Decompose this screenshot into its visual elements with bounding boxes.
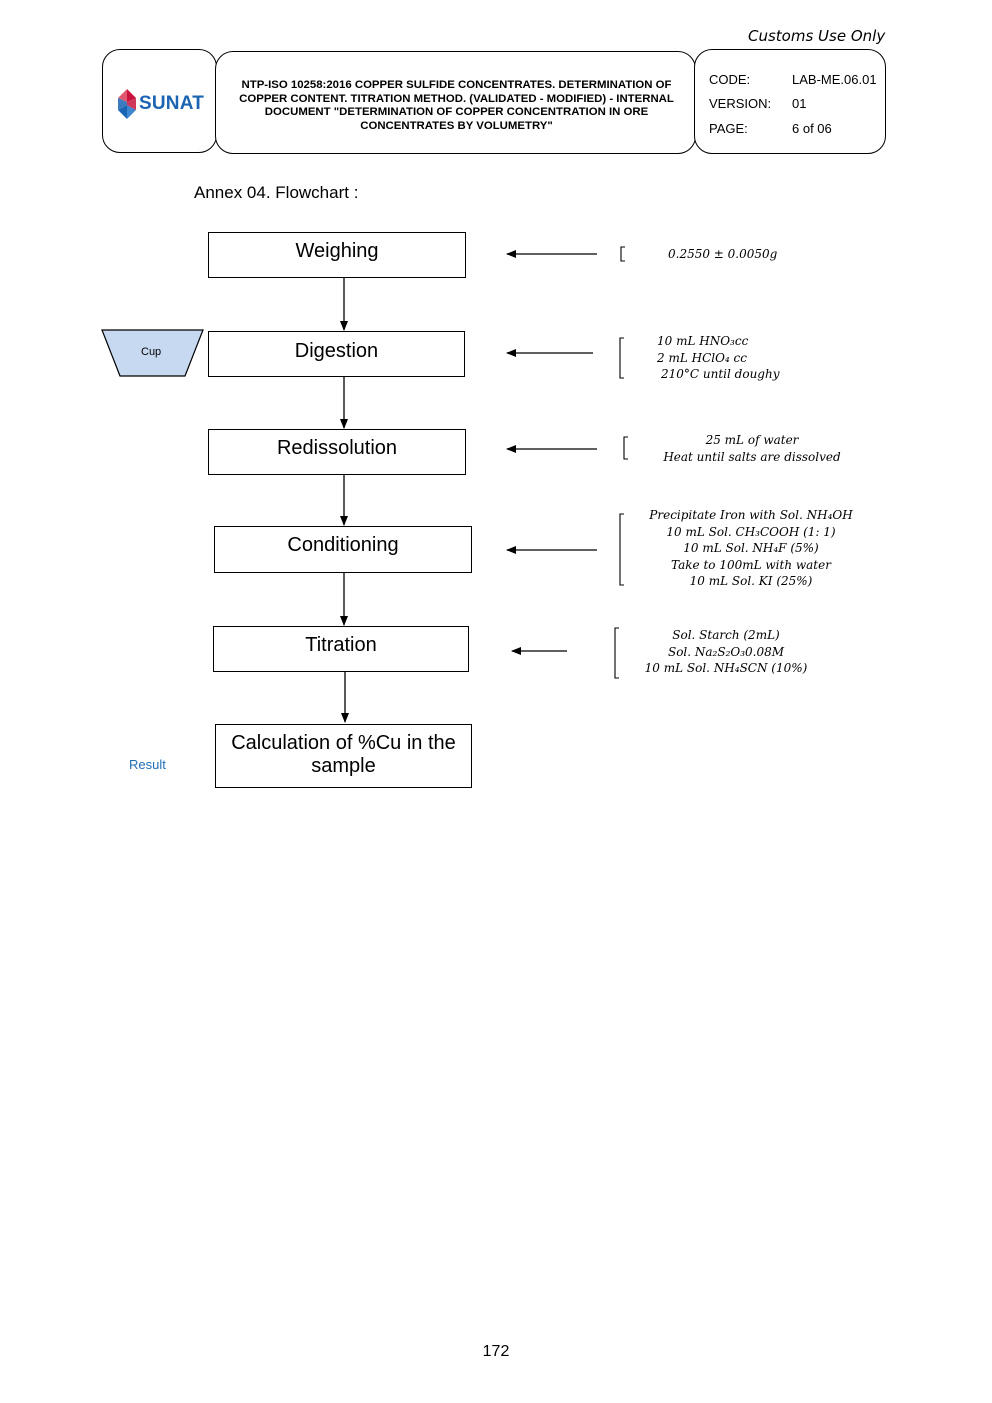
- note-conditioning-line: 10 mL Sol. KI (25%): [689, 574, 813, 588]
- note-titration-line: Sol. Starch (2mL): [672, 628, 780, 642]
- version-value: 01: [792, 96, 807, 111]
- step-conditioning-label: Conditioning: [287, 534, 399, 556]
- step-titration: Titration: [213, 626, 469, 672]
- step-digestion-label: Digestion: [294, 340, 379, 362]
- note-weighing-line: 0.2550 ± 0.0050g: [668, 247, 778, 261]
- logo-wordmark: SUNAT: [139, 93, 205, 114]
- step-redissolution: Redissolution: [208, 429, 466, 475]
- note-digestion-line: 2 mL HClO₄ cc: [657, 350, 747, 365]
- note-redissolution-line: 25 mL of water: [705, 433, 799, 447]
- note-digestion-line: 10 mL HNO₃cc: [657, 334, 749, 348]
- customs-use-note: Customs Use Only: [748, 27, 886, 45]
- note-conditioning: Precipitate Iron with Sol. NH₄OH 10 mL S…: [638, 507, 864, 590]
- version-label: VERSION:: [709, 96, 772, 111]
- note-conditioning-line: Take to 100mL with water: [671, 557, 831, 572]
- document-title-cell: NTP-ISO 10258:2016 COPPER SULFIDE CONCEN…: [215, 51, 696, 154]
- cup-shape: [101, 329, 204, 377]
- note-redissolution: 25 mL of water Heat until salts are diss…: [651, 432, 853, 465]
- note-conditioning-line: Precipitate Iron with Sol. NH₄OH: [649, 508, 853, 522]
- note-digestion-line: 210°C until doughy: [661, 367, 780, 381]
- page-value: 6 of 06: [792, 121, 832, 136]
- step-weighing-label: Weighing: [295, 240, 379, 262]
- bracket-redissolution: [623, 436, 628, 460]
- note-titration: Sol. Starch (2mL) Sol. Na₂S₂O₃0.08M 10 m…: [633, 627, 819, 677]
- bracket-weighing: [620, 246, 625, 262]
- result-label: Result: [129, 757, 166, 772]
- step-calculation-label-line1: Calculation of %Cu in the: [231, 732, 456, 754]
- step-calculation: Calculation of %Cu in the sample: [215, 724, 472, 788]
- code-label: CODE:: [709, 72, 751, 87]
- bracket-digestion: [619, 337, 624, 379]
- step-redissolution-label: Redissolution: [276, 437, 398, 459]
- sunat-logo: SUNAT: [116, 88, 204, 120]
- code-value: LAB-ME.06.01: [792, 72, 877, 87]
- note-conditioning-line: 10 mL Sol. NH₄F (5%): [683, 541, 819, 555]
- note-weighing: 0.2550 ± 0.0050g: [668, 246, 777, 263]
- step-weighing: Weighing: [208, 232, 466, 278]
- bracket-conditioning: [619, 513, 624, 586]
- document-meta-cell: CODE: LAB-ME.06.01 VERSION: 01 PAGE: 6 o…: [694, 49, 886, 154]
- note-digestion: 10 mL HNO₃cc 2 mL HClO₄ cc 210°C until d…: [645, 333, 795, 383]
- step-conditioning: Conditioning: [214, 526, 472, 573]
- note-redissolution-line: Heat until salts are dissolved: [663, 449, 841, 464]
- document-title: NTP-ISO 10258:2016 COPPER SULFIDE CONCEN…: [239, 79, 674, 132]
- note-titration-line: 10 mL Sol. NH₄SCN (10%): [644, 661, 808, 675]
- note-conditioning-line: 10 mL Sol. CH₃COOH (1: 1): [666, 524, 836, 539]
- page-label: PAGE:: [709, 121, 748, 136]
- step-calculation-label-line2: sample: [311, 755, 376, 777]
- sunat-emblem-icon: [118, 89, 136, 119]
- bracket-titration: [614, 627, 619, 679]
- step-titration-label: Titration: [305, 634, 377, 656]
- note-titration-line: Sol. Na₂S₂O₃0.08M: [667, 644, 785, 659]
- cup-label: Cup: [141, 346, 162, 358]
- step-digestion: Digestion: [208, 331, 465, 377]
- page-number: 172: [482, 1343, 510, 1360]
- annex-title: Annex 04. Flowchart :: [194, 183, 359, 202]
